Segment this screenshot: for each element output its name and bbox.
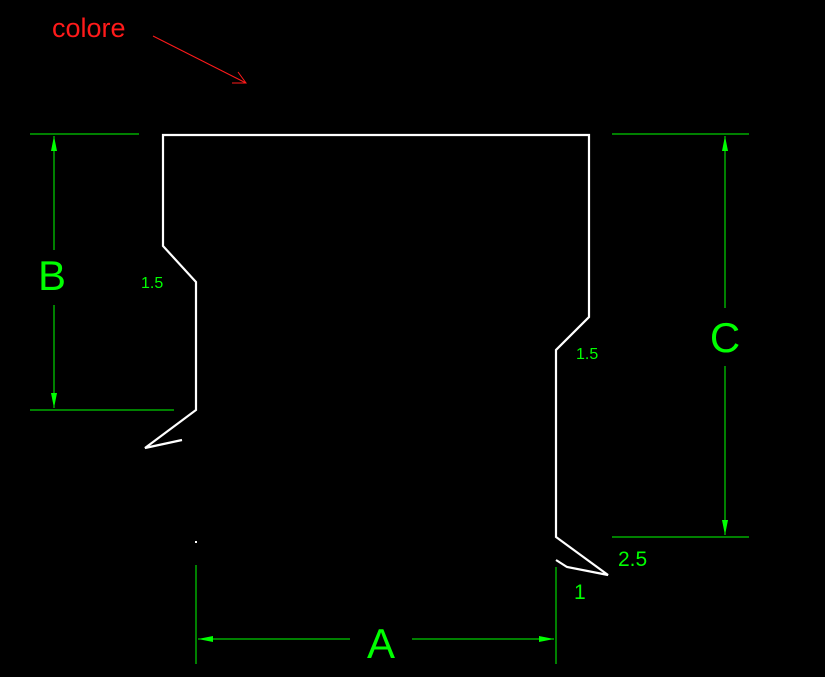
profile-outline [144, 133, 609, 577]
profile-group [144, 133, 609, 577]
dim-a-arrow-left [198, 636, 213, 642]
note-leader-line [152, 35, 247, 84]
dim-a-arrow-right [539, 636, 554, 642]
hem-gap-label: 1 [574, 581, 586, 604]
dim-a-label: A [367, 620, 395, 667]
note-group: colore [52, 13, 247, 84]
dim-c-arrow-bottom [722, 520, 728, 535]
fold-left-label: 1.5 [141, 275, 163, 292]
dimension-c-group: C [612, 133, 749, 538]
hem-length-label: 2.5 [618, 548, 647, 571]
dim-b-arrow-bottom [51, 393, 57, 408]
dim-c-arrow-top [722, 136, 728, 151]
profile-endpoint-left [195, 541, 197, 543]
dim-c-label: C [710, 314, 740, 361]
dimension-b-group: B [30, 133, 174, 411]
dim-b-arrow-top [51, 136, 57, 151]
dim-b-label: B [38, 252, 66, 299]
note-label: colore [52, 13, 126, 43]
dimension-a-group: A [195, 565, 557, 667]
small-annotations-group: 1.5 1.5 2.5 1 [141, 275, 647, 604]
fold-right-label: 1.5 [576, 346, 598, 363]
note-arrowhead [232, 71, 247, 84]
